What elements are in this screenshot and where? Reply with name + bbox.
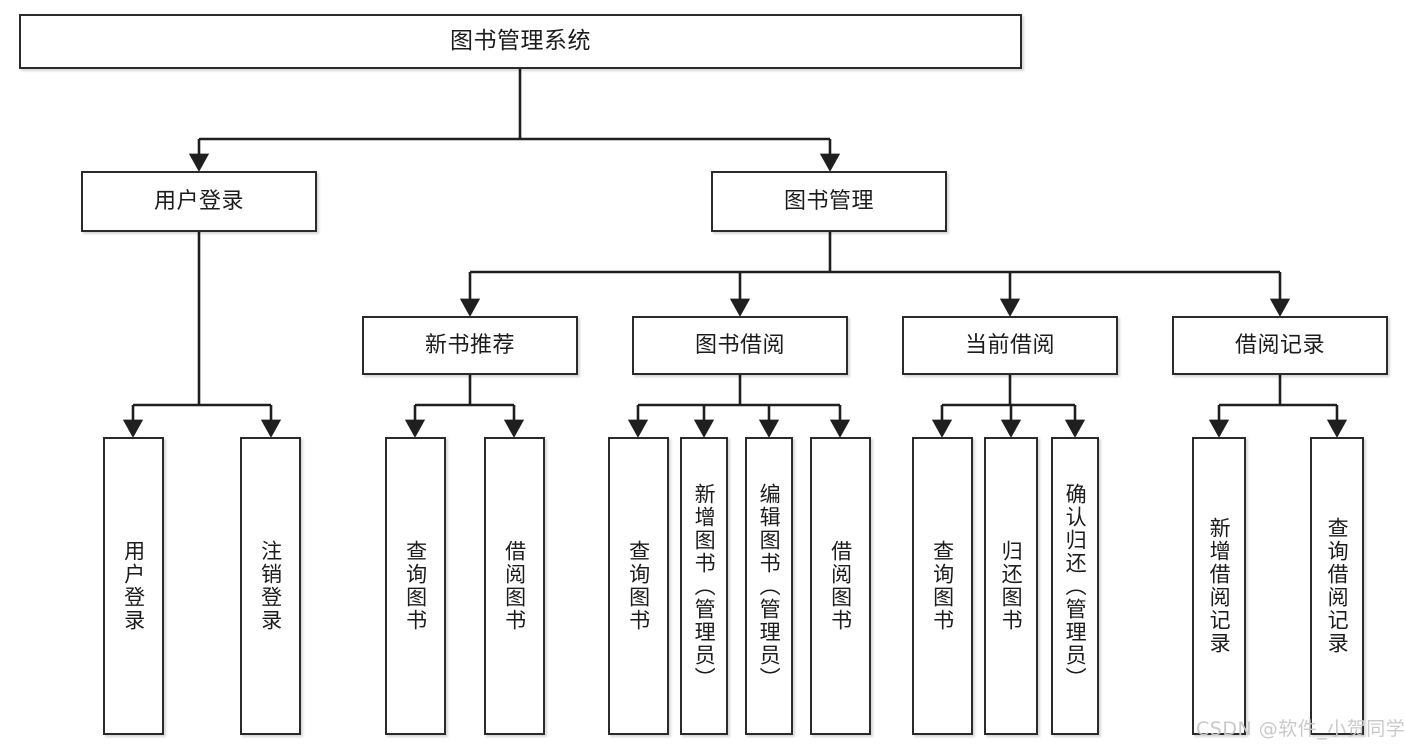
node-leaf-query-record[interactable]: 查询借阅记录 xyxy=(1310,437,1364,735)
node-leaf-user-login[interactable]: 用户登录 xyxy=(103,437,164,735)
node-leaf-add-book-label: 新增图书（管理员） xyxy=(692,482,717,690)
node-leaf-return-book-label: 归还图书 xyxy=(999,540,1024,632)
csdn-watermark: CSDN @软件_小贺同学 xyxy=(1196,718,1405,740)
node-leaf-query-book-1[interactable]: 查询图书 xyxy=(385,437,446,735)
node-leaf-edit-book[interactable]: 编辑图书（管理员） xyxy=(745,437,793,735)
node-current-borrow[interactable]: 当前借阅 xyxy=(902,316,1118,375)
node-leaf-logout-label: 注销登录 xyxy=(258,540,283,632)
node-leaf-logout[interactable]: 注销登录 xyxy=(240,437,301,735)
node-leaf-query-record-label: 查询借阅记录 xyxy=(1325,517,1350,655)
node-leaf-borrow-book-1-label: 借阅图书 xyxy=(502,540,527,632)
node-leaf-query-book-1-label: 查询图书 xyxy=(403,540,428,632)
node-root-label: 图书管理系统 xyxy=(450,28,591,55)
node-leaf-borrow-book-2-label: 借阅图书 xyxy=(828,540,853,632)
node-leaf-query-book-2-label: 查询图书 xyxy=(626,540,651,632)
node-book-borrow[interactable]: 图书借阅 xyxy=(632,316,848,375)
node-leaf-add-book[interactable]: 新增图书（管理员） xyxy=(680,437,728,735)
node-new-book-recommend-label: 新书推荐 xyxy=(424,332,515,358)
node-leaf-query-book-3[interactable]: 查询图书 xyxy=(912,437,973,735)
node-book-manage-label: 图书管理 xyxy=(783,188,874,214)
node-user-login-label: 用户登录 xyxy=(153,188,244,214)
node-leaf-borrow-book-1[interactable]: 借阅图书 xyxy=(484,437,545,735)
node-borrow-record[interactable]: 借阅记录 xyxy=(1172,316,1388,375)
node-leaf-return-book[interactable]: 归还图书 xyxy=(984,437,1038,735)
node-book-borrow-label: 图书借阅 xyxy=(694,332,785,358)
node-leaf-borrow-book-2[interactable]: 借阅图书 xyxy=(810,437,871,735)
node-book-manage[interactable]: 图书管理 xyxy=(711,171,947,232)
node-leaf-query-book-2[interactable]: 查询图书 xyxy=(608,437,669,735)
node-current-borrow-label: 当前借阅 xyxy=(964,332,1055,358)
node-leaf-user-login-label: 用户登录 xyxy=(121,540,146,632)
node-root[interactable]: 图书管理系统 xyxy=(19,14,1022,69)
node-new-book-recommend[interactable]: 新书推荐 xyxy=(362,316,578,375)
node-borrow-record-label: 借阅记录 xyxy=(1234,332,1325,358)
node-user-login[interactable]: 用户登录 xyxy=(81,171,317,232)
node-leaf-confirm-return[interactable]: 确认归还（管理员） xyxy=(1051,437,1099,735)
node-leaf-query-book-3-label: 查询图书 xyxy=(930,540,955,632)
node-leaf-add-record-label: 新增借阅记录 xyxy=(1207,517,1232,655)
node-leaf-add-record[interactable]: 新增借阅记录 xyxy=(1192,437,1246,735)
node-leaf-confirm-return-label: 确认归还（管理员） xyxy=(1063,482,1088,690)
node-leaf-edit-book-label: 编辑图书（管理员） xyxy=(757,482,782,690)
